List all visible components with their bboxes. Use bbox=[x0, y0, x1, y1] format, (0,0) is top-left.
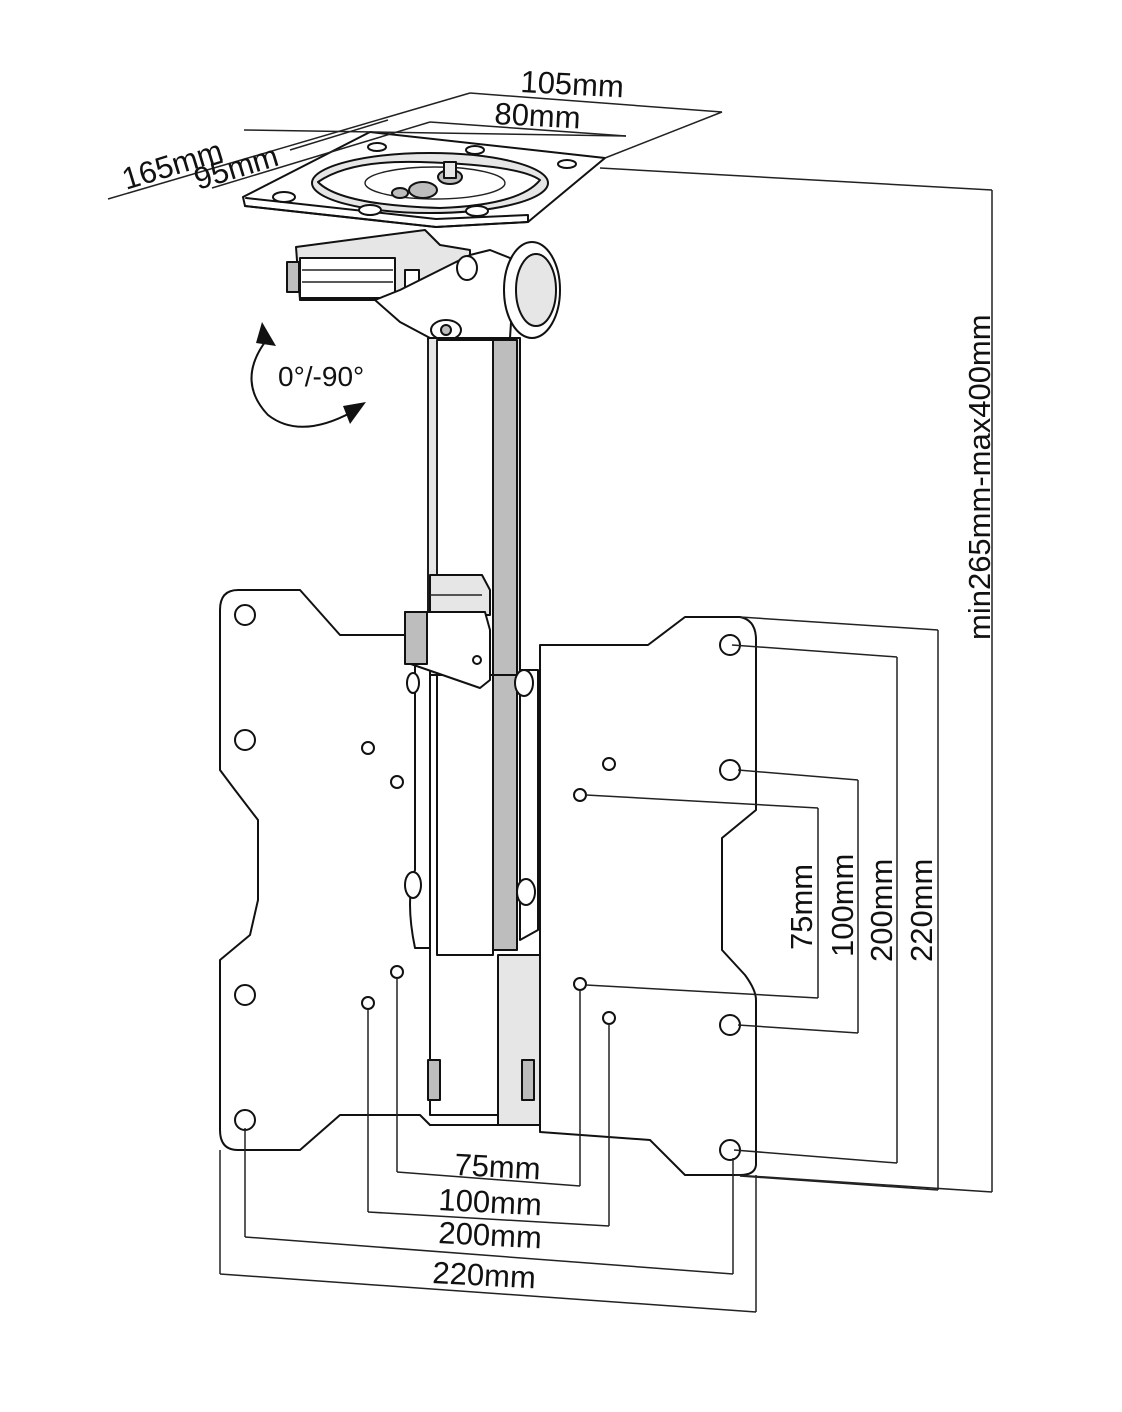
label-height-range: min265mm-max400mm bbox=[962, 314, 997, 640]
label-vertical-75: 75mm bbox=[784, 864, 819, 950]
label-horizontal-75: 75mm bbox=[454, 1147, 542, 1186]
label-top-width-inner: 80mm bbox=[494, 96, 582, 135]
vertical-dimensions bbox=[585, 616, 939, 1191]
label-top-width-outer: 105mm bbox=[520, 64, 625, 104]
tilt-head bbox=[286, 229, 561, 346]
height-dimension bbox=[734, 190, 993, 1193]
label-tilt-range: 0°/-90° bbox=[278, 361, 364, 392]
ceiling-plate bbox=[242, 131, 606, 228]
horizontal-dimensions bbox=[219, 978, 757, 1313]
label-horizontal-220: 220mm bbox=[432, 1255, 537, 1295]
top-plate-dimensions bbox=[107, 92, 993, 200]
label-vertical-200: 200mm bbox=[864, 859, 899, 962]
label-vertical-220: 220mm bbox=[904, 859, 939, 962]
height-clamp bbox=[404, 574, 491, 689]
label-vertical-100: 100mm bbox=[825, 854, 860, 957]
label-horizontal-200: 200mm bbox=[438, 1215, 543, 1255]
tilt-arrow bbox=[250, 322, 366, 428]
label-horizontal-100: 100mm bbox=[438, 1182, 543, 1222]
vesa-plate-right bbox=[539, 616, 757, 1176]
pole-front bbox=[404, 654, 541, 1126]
